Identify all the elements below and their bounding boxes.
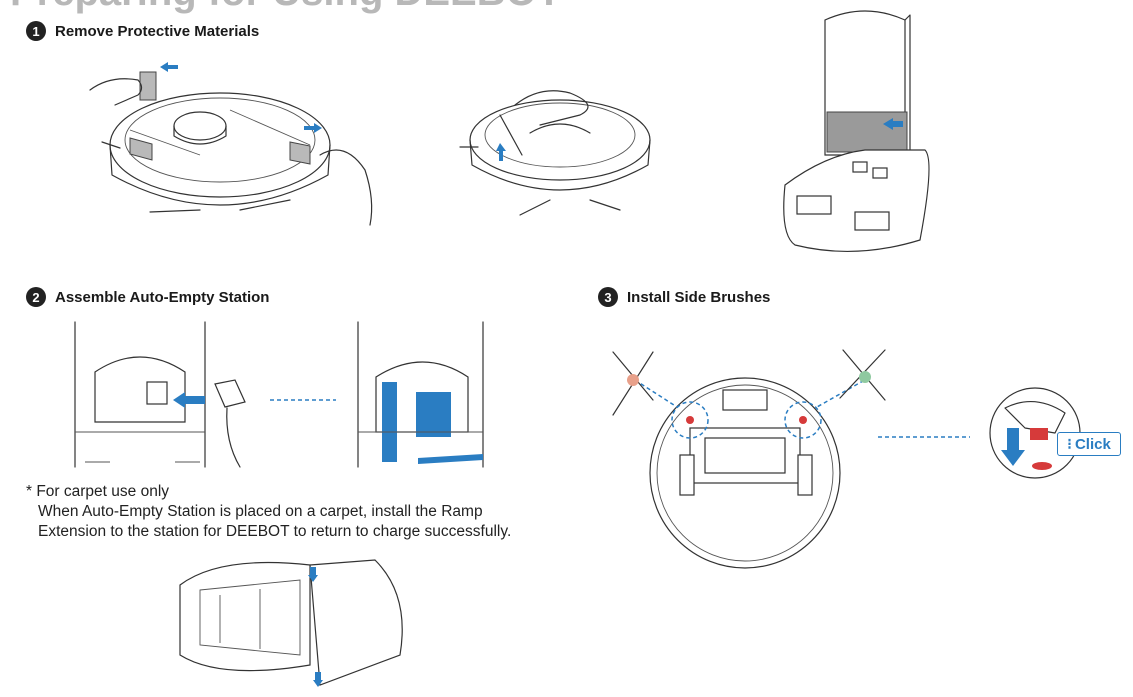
click-icon: ⁝: [1067, 436, 1072, 453]
station-plugged-illustration: [357, 321, 484, 468]
ramp-extension-illustration: [179, 559, 403, 687]
robot-lift-tape-illustration: [459, 90, 651, 216]
arrow-icon: [883, 118, 903, 130]
step-3-title: Install Side Brushes: [627, 288, 771, 306]
step-2-header: 2 Assemble Auto-Empty Station: [26, 287, 269, 307]
arrow-icon: [308, 567, 318, 582]
arrow-icon: [160, 62, 178, 72]
dashed-connector: [878, 436, 970, 438]
dashed-connector: [270, 399, 336, 401]
page-title: Preparing for Using DEEBOT: [10, 0, 561, 15]
arrow-icon: [496, 143, 506, 161]
click-label: Click: [1074, 435, 1111, 453]
arrow-icon: [313, 672, 323, 687]
step-number-1: 1: [26, 21, 46, 41]
step-2-title: Assemble Auto-Empty Station: [55, 288, 270, 306]
step-1-header: 1 Remove Protective Materials: [26, 21, 259, 41]
arrow-icon: [1001, 428, 1025, 466]
note-line-2: When Auto-Empty Station is placed on a c…: [38, 503, 483, 520]
arrow-icon: [304, 123, 322, 133]
step-3-header: 3 Install Side Brushes: [598, 287, 770, 307]
robot-remove-tapes-illustration: [89, 62, 373, 226]
step-number-2: 2: [26, 287, 46, 307]
note-line-3: Extension to the station for DEEBOT to r…: [38, 523, 512, 540]
station-plug-illustration: [74, 321, 246, 468]
station-remove-material-illustration: [783, 10, 930, 253]
step-1-title: Remove Protective Materials: [55, 22, 260, 40]
note-line-1: * For carpet use only: [26, 483, 170, 500]
click-badge: ⁝ Click: [1057, 432, 1121, 456]
robot-underside-illustration: [612, 349, 886, 569]
arrow-icon: [173, 392, 205, 408]
carpet-note: * For carpet use only When Auto-Empty St…: [26, 482, 511, 542]
step-number-3: 3: [598, 287, 618, 307]
